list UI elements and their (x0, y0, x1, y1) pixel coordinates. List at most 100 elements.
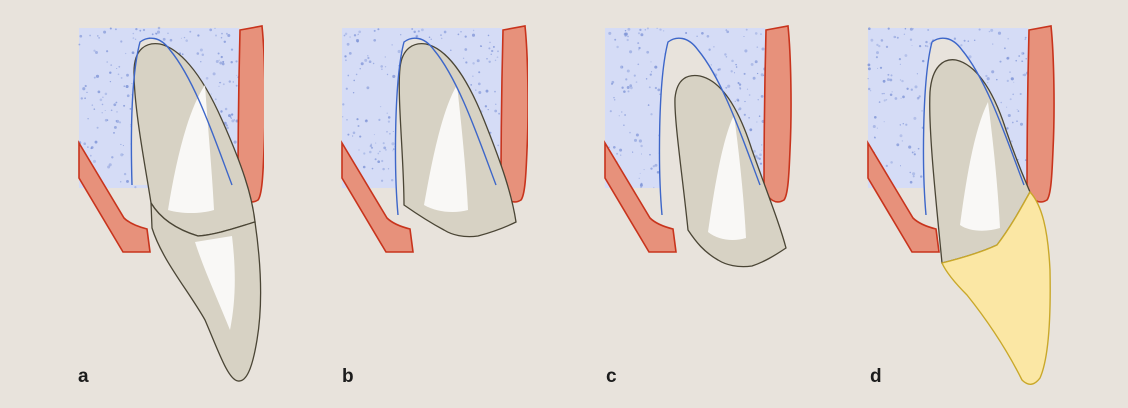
bone-speckle (358, 30, 361, 33)
bone-speckle (755, 32, 758, 35)
bone-speckle (373, 63, 374, 64)
bone-speckle (353, 80, 355, 82)
bone-speckle (488, 47, 490, 49)
bone-speckle (342, 116, 343, 117)
bone-speckle (392, 44, 393, 45)
bone-speckle (360, 68, 361, 69)
bone-speckle (647, 27, 649, 29)
bone-speckle (121, 77, 123, 79)
bone-speckle (110, 27, 112, 29)
bone-speckle (473, 30, 474, 31)
bone-speckle (491, 54, 492, 55)
bone-speckle (657, 89, 660, 92)
bone-speckle (987, 77, 990, 80)
bone-speckle (868, 64, 871, 67)
bone-speckle (363, 152, 365, 154)
bone-speckle (398, 50, 401, 53)
bone-speckle (231, 118, 232, 119)
bone-speckle (130, 108, 132, 110)
bone-speckle (356, 74, 358, 76)
bone-speckle (610, 110, 612, 112)
bone-speckle (763, 75, 764, 76)
panel-c-drawing (528, 0, 792, 408)
bone-speckle (922, 60, 924, 62)
bone-speckle (759, 115, 761, 117)
bone-speckle (85, 85, 87, 87)
bone-speckle (345, 33, 347, 35)
panel-d-drawing (792, 0, 1056, 408)
bone-speckle (927, 29, 929, 31)
bone-speckle (919, 45, 921, 47)
bone-speckle (902, 140, 904, 142)
bone-speckle (639, 139, 642, 142)
bone-speckle (915, 85, 918, 88)
bone-speckle (645, 29, 647, 31)
bone-speckle (646, 78, 647, 79)
bone-speckle (739, 107, 742, 110)
bone-speckle (488, 35, 490, 37)
bone-speckle (124, 173, 126, 175)
bone-speckle (725, 87, 727, 89)
bone-speckle (996, 79, 998, 81)
bone-speckle (744, 114, 746, 116)
bone-speckle (374, 134, 375, 135)
bone-speckle (659, 28, 661, 30)
bone-speckle (222, 63, 225, 66)
bone-speckle (917, 97, 920, 100)
bone-speckle (392, 75, 395, 78)
bone-speckle (200, 61, 201, 62)
bone-speckle (221, 37, 223, 39)
bone-speckle (102, 104, 104, 106)
bone-speckle (1011, 77, 1014, 80)
bone-speckle (954, 38, 956, 40)
bone-speckle (379, 151, 380, 152)
bone-speckle (226, 124, 228, 126)
bone-speckle (757, 73, 758, 74)
panel-label-d: d (870, 366, 882, 388)
bone-speckle (200, 49, 203, 52)
bone-speckle (608, 32, 611, 35)
bone-speckle (472, 76, 473, 77)
bone-speckle (891, 74, 893, 76)
bone-speckle (123, 85, 125, 87)
bone-speckle (155, 32, 157, 34)
bone-speckle (890, 79, 893, 82)
bone-speckle (902, 96, 905, 99)
bone-speckle (95, 141, 98, 144)
bone-speckle (1024, 38, 1026, 40)
bone-speckle (621, 111, 622, 112)
bone-speckle (356, 118, 358, 120)
bone-speckle (494, 91, 496, 93)
bone-speckle (472, 62, 474, 64)
bone-speckle (84, 97, 86, 99)
bone-speckle (115, 28, 117, 30)
bone-speckle (235, 60, 237, 62)
bone-speckle (887, 78, 890, 81)
bone-speckle (359, 136, 361, 138)
bone-speckle (158, 27, 161, 30)
bone-speckle (627, 28, 630, 31)
bone-speckle (392, 150, 393, 151)
bone-speckle (358, 125, 360, 127)
panel-d: d (792, 0, 1056, 408)
bone-speckle (113, 132, 115, 134)
bone-speckle (625, 30, 626, 31)
bone-speckle (760, 33, 762, 35)
bone-speckle (393, 131, 394, 132)
bone-speckle (444, 31, 447, 34)
bone-speckle (134, 186, 136, 188)
bone-speckle (480, 45, 481, 46)
bone-speckle (231, 113, 233, 115)
bone-speckle (219, 82, 220, 83)
bone-speckle (377, 153, 379, 155)
bone-speckle (133, 33, 135, 35)
bone-speckle (488, 61, 490, 63)
bone-speckle (903, 123, 904, 124)
bone-speckle (650, 167, 652, 169)
bone-speckle (627, 36, 629, 38)
bone-speckle (657, 28, 658, 29)
bone-speckle (870, 90, 871, 91)
bone-speckle (226, 127, 229, 130)
bone-speckle (882, 93, 883, 94)
bone-speckle (97, 35, 99, 37)
